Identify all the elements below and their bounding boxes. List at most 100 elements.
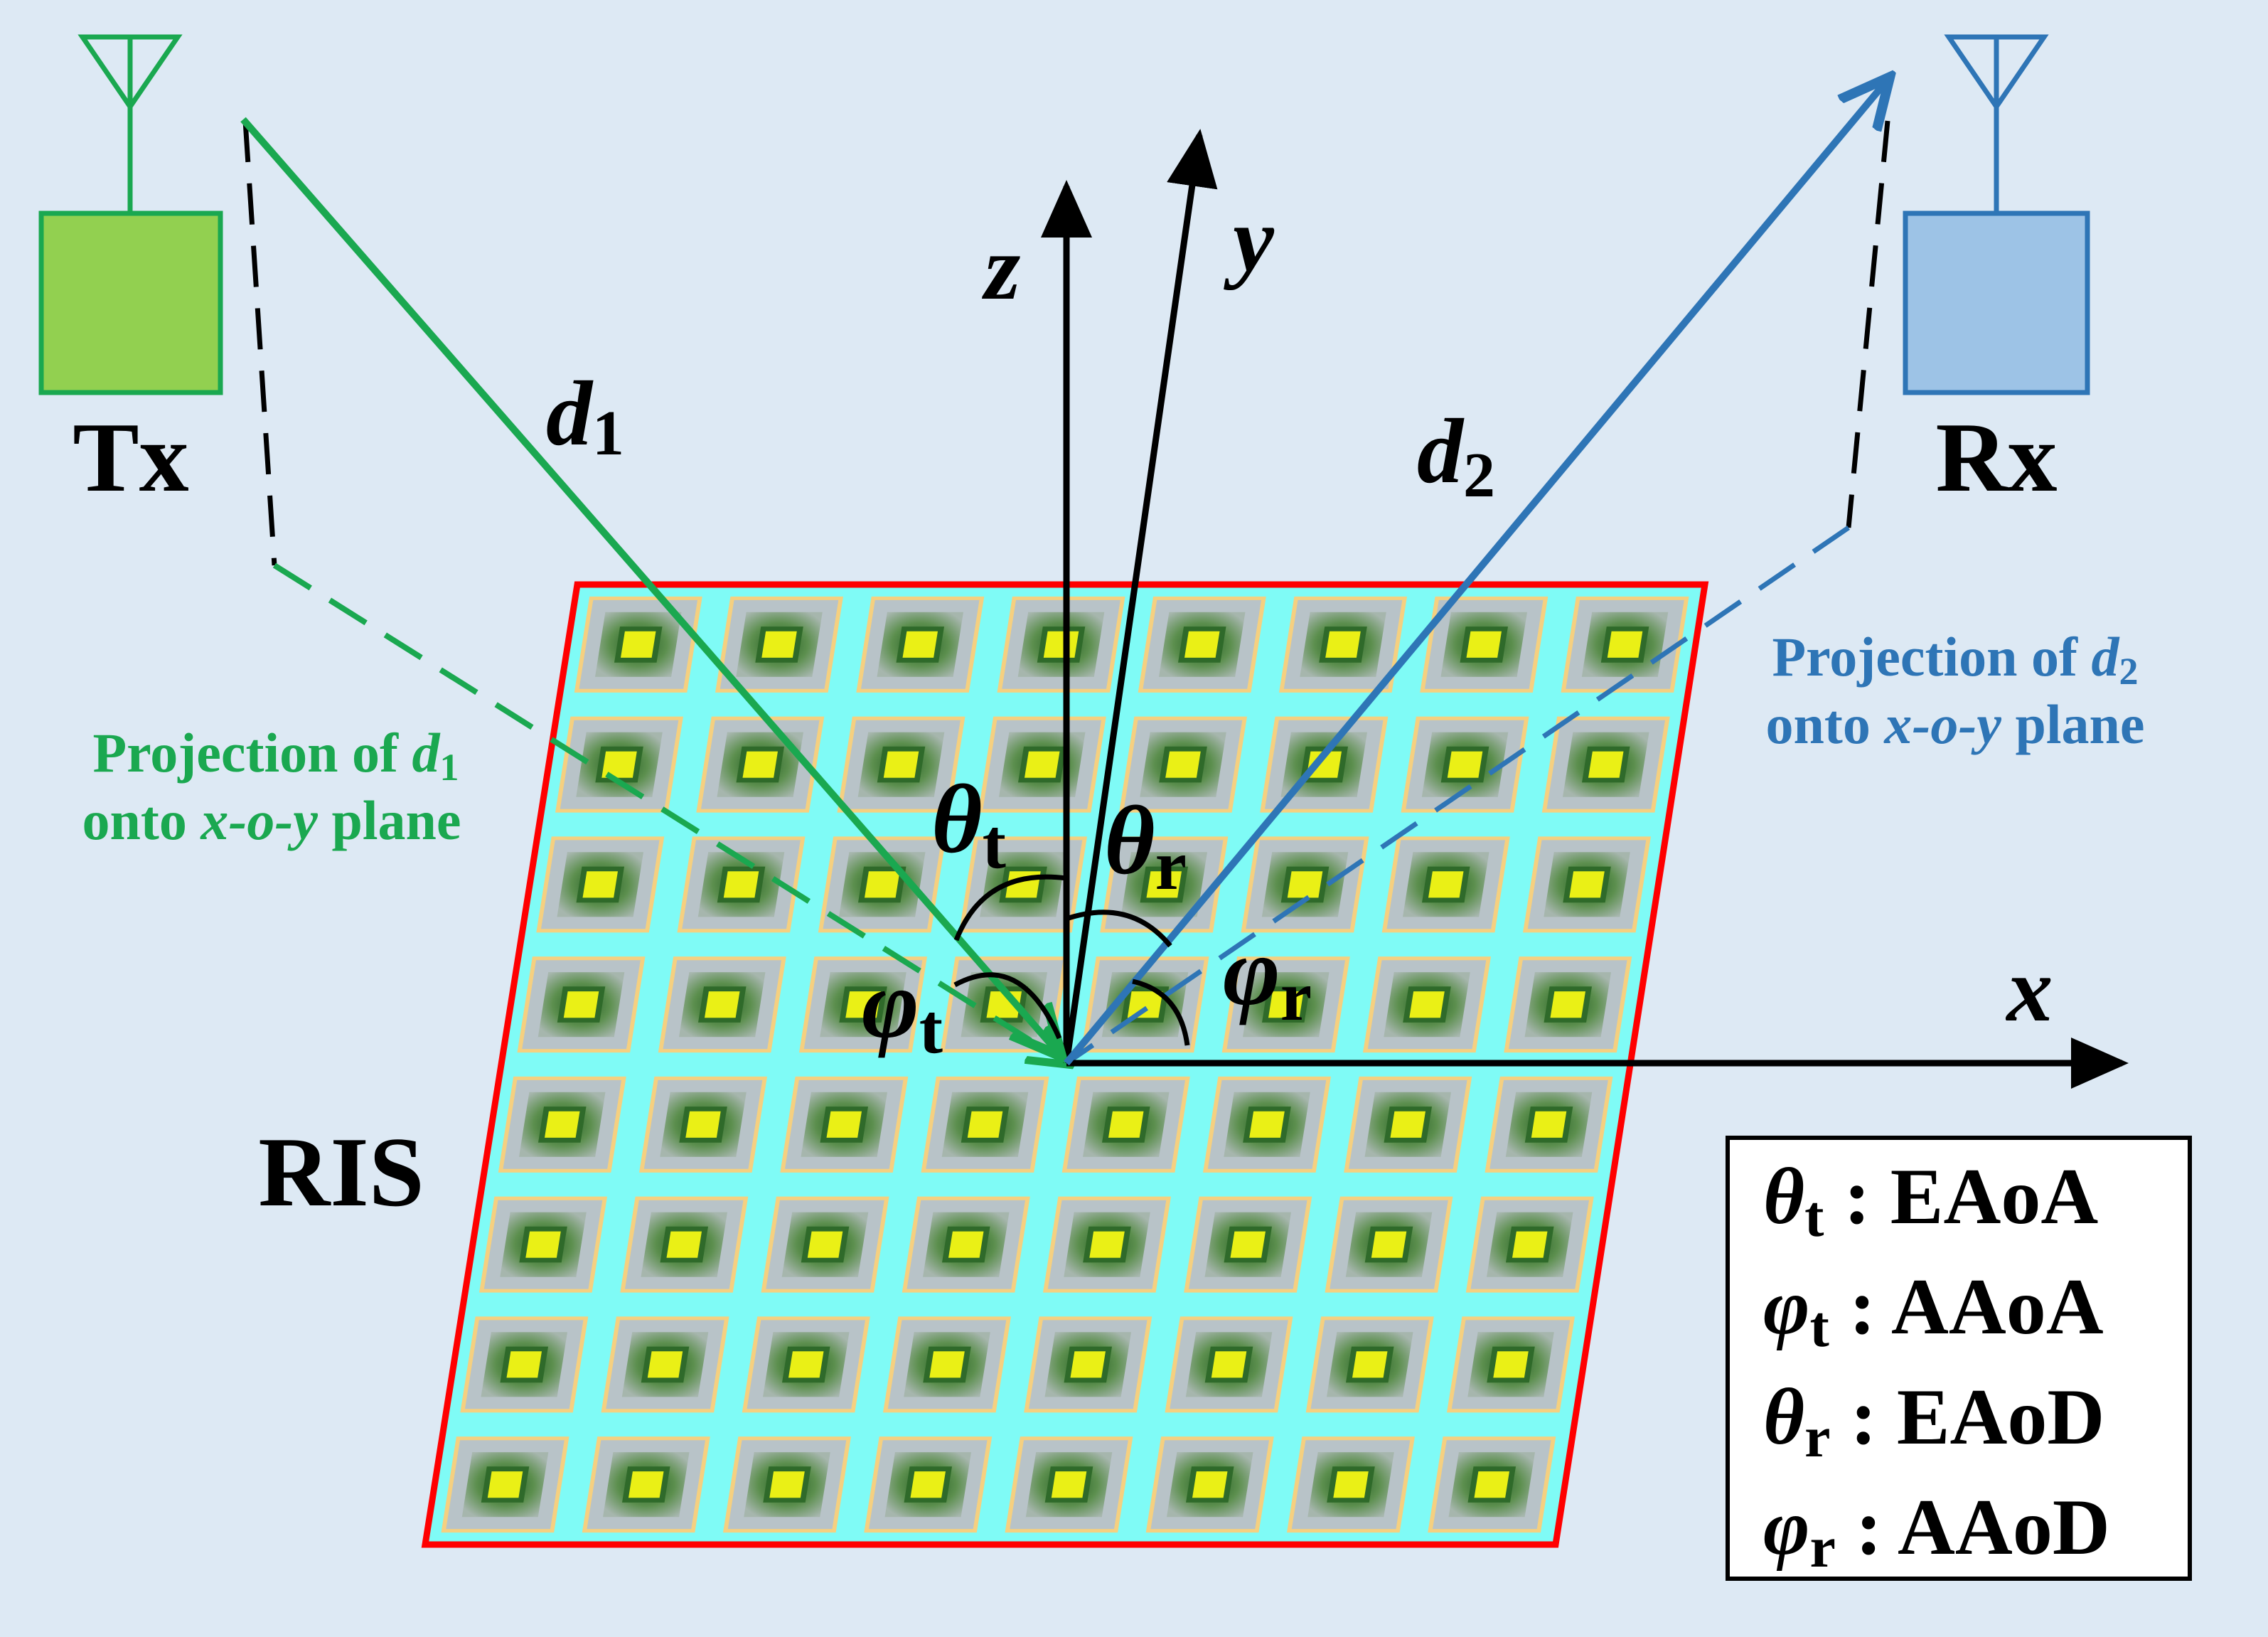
ris-element-layer	[1325, 631, 1361, 658]
ris-element-layer	[685, 1111, 721, 1138]
tx-box	[38, 210, 223, 395]
ris-element-layer	[1569, 871, 1605, 898]
ris-element	[1138, 596, 1266, 693]
theta-t-label: θt	[931, 764, 1006, 883]
ris-element	[620, 1196, 749, 1293]
ris-element-layer	[647, 1351, 683, 1378]
tx-antenna	[77, 34, 183, 215]
ris-element	[460, 1316, 589, 1413]
ris-element-layer	[487, 1471, 523, 1498]
ris-element	[1279, 596, 1407, 693]
ris-element	[1428, 1436, 1556, 1533]
phi-r-arc	[1132, 979, 1190, 1046]
tx-label: Tx	[73, 402, 188, 513]
ris-element	[742, 1316, 870, 1413]
ris-element	[1420, 596, 1548, 693]
ris-element	[555, 716, 683, 813]
projection-d1-line2: onto x-o-y plane	[82, 789, 461, 851]
ris-element	[761, 1196, 889, 1293]
tx-drop-line	[242, 120, 277, 566]
ris-element	[1119, 716, 1247, 813]
ris-element-layer	[1531, 1111, 1567, 1138]
ris-element	[1061, 1076, 1190, 1173]
ris-element-layer	[1211, 1351, 1247, 1378]
ris-element-layer	[1192, 1471, 1228, 1498]
ris-element	[1381, 836, 1510, 933]
ris-element	[1024, 1316, 1152, 1413]
ris-element-layer	[1268, 991, 1304, 1018]
phi-t-label: φt	[862, 949, 943, 1068]
ris-element-layer	[883, 751, 919, 778]
ris-element	[1165, 1316, 1293, 1413]
ris-element-layer	[1474, 1471, 1509, 1498]
ris-element-layer	[826, 1111, 862, 1138]
ris-element	[574, 596, 702, 693]
ris-element-layer	[628, 1471, 664, 1498]
ris-element	[1043, 1196, 1171, 1293]
ris-element	[1221, 956, 1350, 1053]
ris-element	[1401, 716, 1529, 813]
incident-ray-d1	[240, 117, 1059, 1054]
ris-element	[536, 836, 665, 933]
projection-d2-line2: onto x-o-y plane	[1766, 693, 2145, 755]
ris-element	[601, 1316, 729, 1413]
ris-element-layer	[1550, 991, 1585, 1018]
ris-element	[1465, 1196, 1594, 1293]
ris-element	[639, 1076, 767, 1173]
ris-element-layer	[1043, 631, 1079, 658]
ris-element-layer	[525, 1231, 561, 1258]
ris-element-layer	[1287, 871, 1323, 898]
ris-element	[1504, 956, 1632, 1053]
ris-element-layer	[967, 1111, 1003, 1138]
ris-element-layer	[1333, 1471, 1369, 1498]
x-axis-label: x	[2006, 939, 2053, 1041]
ris-element	[1485, 1076, 1613, 1173]
ris-element-layer	[807, 1231, 843, 1258]
projection-d1-line	[272, 562, 1066, 1063]
ris-element-layer	[1607, 631, 1643, 658]
legend-box	[1726, 1136, 2192, 1581]
projection-d2-line	[1065, 526, 1850, 1065]
ris-element-layer	[948, 1231, 984, 1258]
ris-element-layer	[705, 991, 740, 1018]
ris-element	[1344, 1076, 1472, 1173]
ris-element	[677, 836, 806, 933]
ris-element-layer	[929, 1351, 965, 1378]
ris-element	[837, 716, 965, 813]
ris-element-layer	[1306, 751, 1342, 778]
ris-element-layer	[1146, 871, 1182, 898]
ris-element	[1203, 1076, 1331, 1173]
ris-element-layer	[1070, 1351, 1106, 1378]
ris-element	[1305, 1316, 1434, 1413]
rx-drop-line	[1846, 120, 1890, 528]
ris-element-layer	[1127, 991, 1163, 1018]
legend-row-3: φr : AAoD	[1763, 1483, 2110, 1579]
ris-element	[582, 1436, 710, 1533]
ris-element-layer	[761, 631, 797, 658]
rx-antenna	[1944, 34, 2049, 215]
ris-element-layer	[769, 1471, 805, 1498]
ris-element	[780, 1076, 909, 1173]
ris-element	[498, 1076, 626, 1173]
ris-element	[959, 836, 1087, 933]
phi-t-arc	[953, 972, 1062, 1040]
ris-element-layer	[1051, 1471, 1087, 1498]
ris-element-layer	[1493, 1351, 1529, 1378]
y-axis	[1063, 129, 1218, 1064]
ris-element-layer	[1230, 1231, 1266, 1258]
ris-element	[1363, 956, 1491, 1053]
ris-element-layer	[582, 871, 618, 898]
ris-element	[818, 836, 946, 933]
ris-element-layer	[723, 871, 759, 898]
d2-label: d2	[1417, 400, 1495, 511]
ris-element-layer	[666, 1231, 702, 1258]
ris-element	[997, 596, 1125, 693]
ris-label: RIS	[258, 1117, 424, 1227]
ris-element-layer	[1184, 631, 1220, 658]
ris-element	[1287, 1436, 1415, 1533]
legend-row-1: φt : AAoA	[1763, 1263, 2104, 1359]
ris-element	[658, 956, 786, 1053]
ris-element	[1541, 716, 1670, 813]
ris-element	[479, 1196, 607, 1293]
